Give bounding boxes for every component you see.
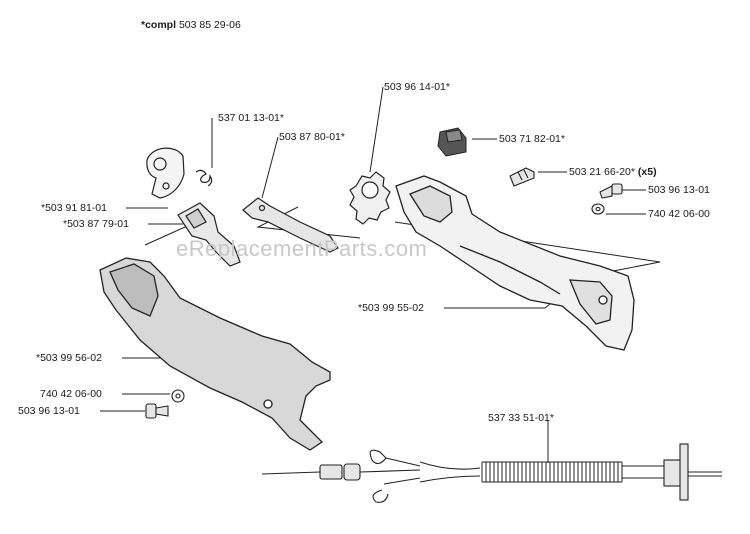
label-503995502: *503 99 55-02 [358,302,424,314]
leader-503878001 [261,136,279,199]
washer-part-right [591,203,605,215]
label-503216620-number: 503 21 66-20* [569,166,635,178]
label-503995602: *503 99 56-02 [36,352,102,364]
screw-part-right [599,183,623,199]
compl-number: 503 85 29-06 [178,19,241,31]
label-503961301-left: 503 96 13-01 [18,405,80,417]
label-503918101: *503 91 81-01 [41,202,107,214]
gear-ring-part [349,171,391,225]
compl-label: *compl 503 85 29-06 [141,19,241,31]
handle-housing-part [395,175,635,351]
cable-harness-part [261,443,722,503]
label-503216620: 503 21 66-20* (x5) [569,166,657,178]
label-503216620-qty: (x5) [637,166,657,178]
washer-part-left [171,389,185,403]
lower-handle-part [99,257,331,451]
screw-part-left [145,403,169,419]
compl-prefix: *compl [141,19,177,31]
screw-part-upper [509,167,535,187]
switch-part [437,127,467,157]
trigger-part [177,202,241,267]
label-503961301-right: 503 96 13-01 [648,184,710,196]
label-503718201: 503 71 82-01* [499,133,565,145]
lever-part [242,197,339,253]
leader-503961401 [369,86,384,173]
label-503877901: *503 87 79-01 [63,218,129,230]
label-740420600-left: 740 42 06-00 [40,388,102,400]
watermark-text: eReplacementParts.com [176,236,428,261]
label-537011301: 537 01 13-01* [218,112,284,124]
label-740420600-right: 740 42 06-00 [648,208,710,220]
label-537335101: 537 33 51-01* [488,412,554,424]
clamp-bracket-part [146,147,185,199]
label-503878001: 503 87 80-01* [279,131,345,143]
spring-part [195,169,213,187]
label-503961401: 503 96 14-01* [384,81,450,93]
coiled-cable [481,461,623,483]
